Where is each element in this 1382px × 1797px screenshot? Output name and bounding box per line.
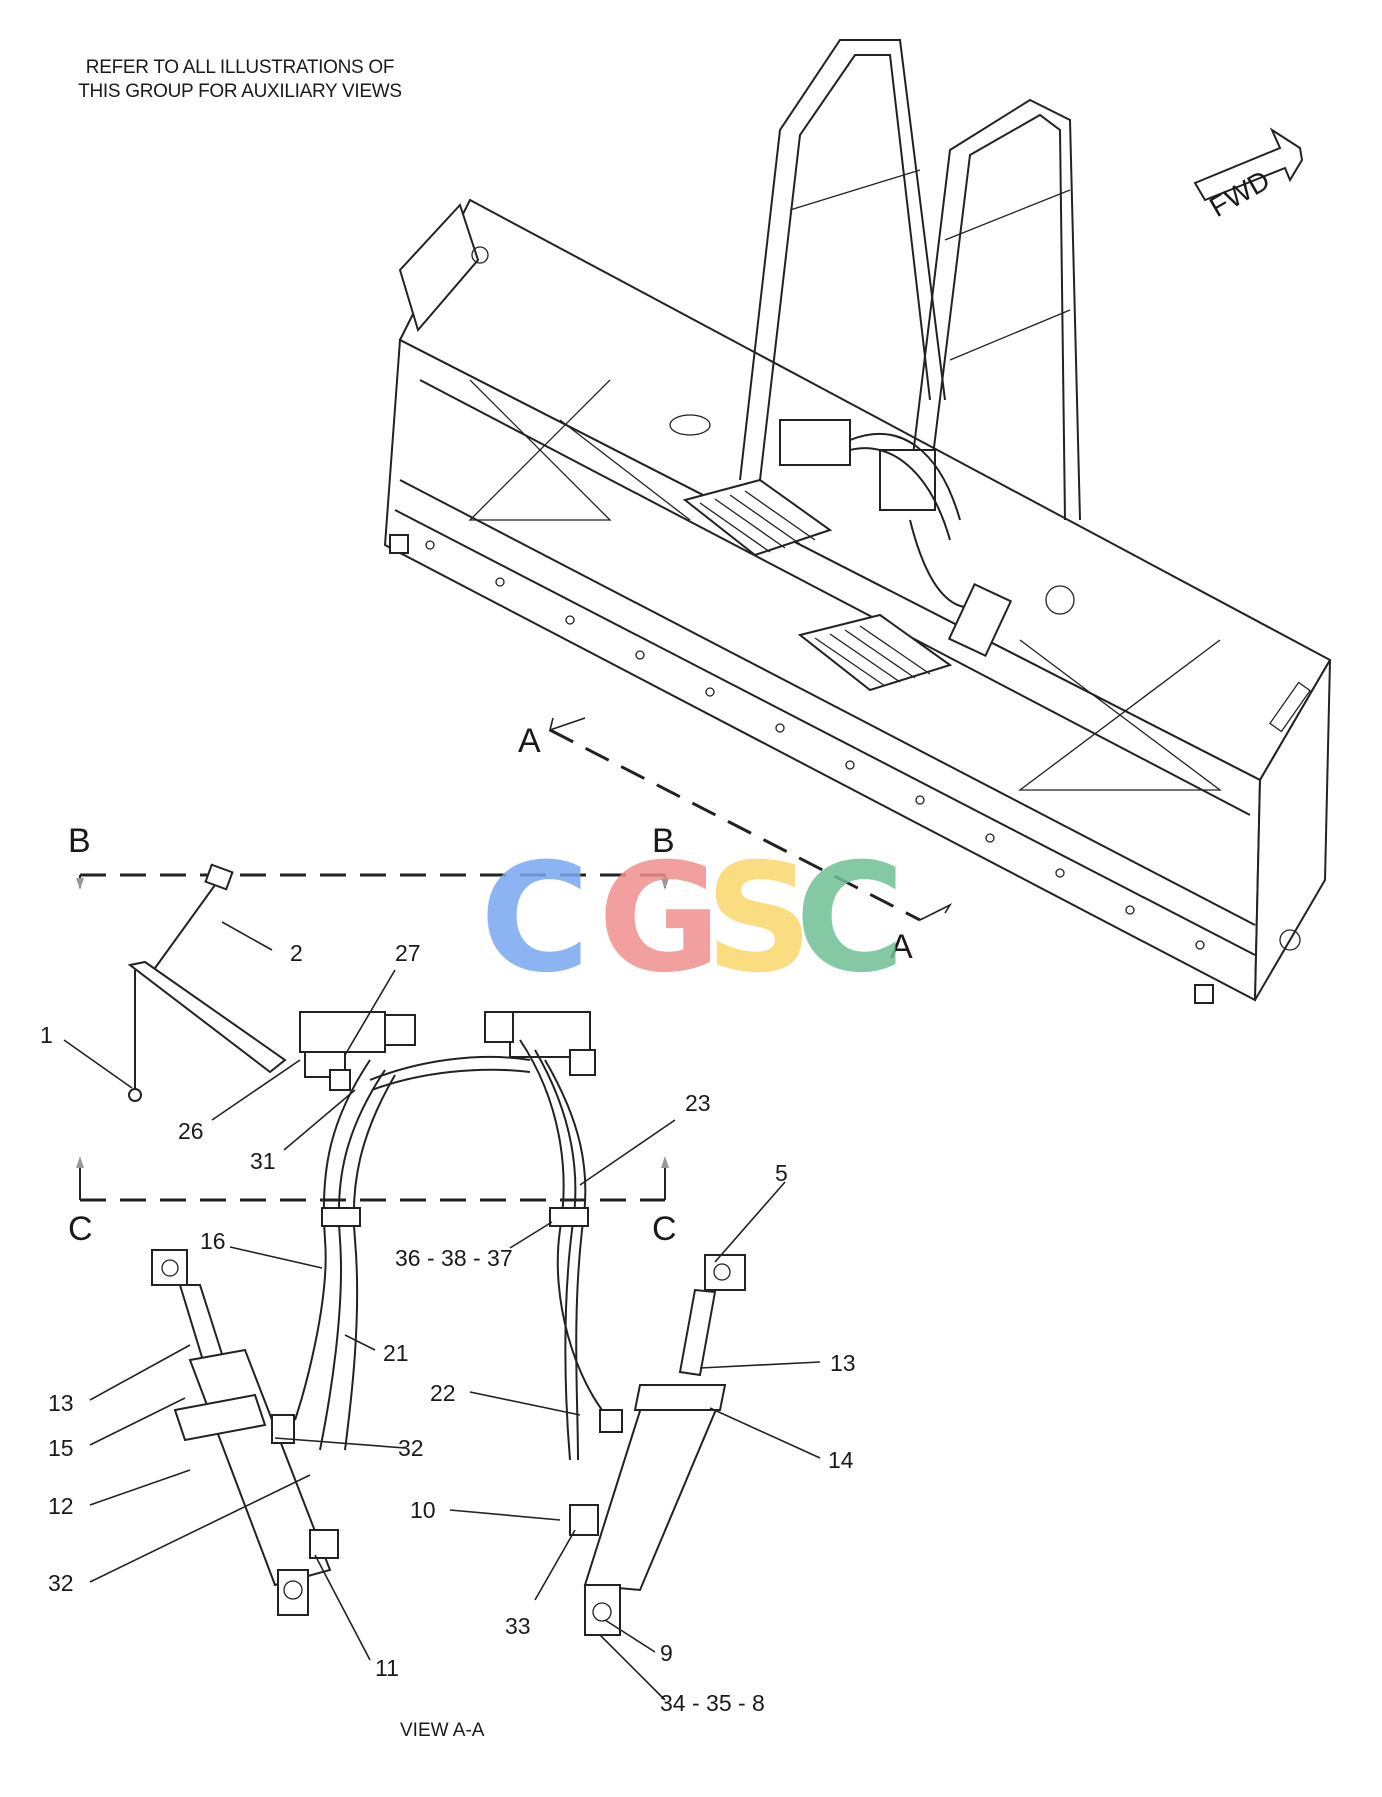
callout-2: 2	[290, 940, 303, 966]
fwd-arrow	[1193, 127, 1304, 202]
section-lines	[76, 717, 953, 1202]
view-aa-detail	[127, 863, 746, 1636]
section-a-top: A	[518, 722, 541, 760]
callout-11: 11	[375, 1655, 399, 1681]
callout-13-left: 13	[48, 1390, 74, 1416]
frame-hoses	[779, 419, 1013, 657]
section-b-right: B	[652, 822, 675, 860]
section-a-bottom: A	[890, 928, 913, 966]
leader-lines	[63, 921, 821, 1701]
callout-9: 9	[660, 1640, 673, 1666]
frame-bolts	[425, 540, 1205, 950]
section-b-left: B	[68, 822, 91, 860]
callout-14: 14	[828, 1447, 854, 1473]
callout-26: 26	[178, 1118, 204, 1144]
watermark-letter-c1: C	[480, 832, 591, 1006]
callout-34-35-8: 34 - 35 - 8	[660, 1690, 765, 1716]
watermark-letter-g: G	[598, 832, 722, 1006]
reference-note-line1: REFER TO ALL ILLUSTRATIONS OF	[85, 57, 395, 78]
right-cylinder	[569, 1254, 746, 1636]
reference-note: REFER TO ALL ILLUSTRATIONS OF THIS GROUP…	[40, 56, 440, 104]
machine-frame	[383, 198, 1332, 1004]
callout-15: 15	[48, 1435, 74, 1461]
callout-22: 22	[430, 1380, 456, 1406]
callout-21: 21	[383, 1340, 409, 1366]
callout-12: 12	[48, 1493, 74, 1519]
view-label: VIEW A-A	[400, 1720, 485, 1741]
handrails	[739, 39, 1081, 521]
callout-23: 23	[685, 1090, 711, 1116]
callout-5: 5	[775, 1160, 788, 1186]
callout-31: 31	[250, 1148, 276, 1174]
callout-1: 1	[40, 1022, 53, 1048]
callout-33: 33	[505, 1613, 531, 1639]
callout-36-38-37: 36 - 38 - 37	[395, 1245, 513, 1271]
watermark-letter-c2: C	[795, 832, 906, 1006]
callout-13-right: 13	[830, 1350, 856, 1376]
callout-16: 16	[200, 1228, 226, 1254]
callout-10: 10	[410, 1497, 436, 1523]
watermark-letter-s: S	[705, 832, 814, 1006]
callout-27: 27	[395, 940, 421, 966]
steps	[682, 478, 953, 692]
reference-note-line2: THIS GROUP FOR AUXILIARY VIEWS	[78, 81, 402, 102]
left-cylinder	[151, 1249, 339, 1616]
callout-32-upper: 32	[398, 1435, 424, 1461]
section-c-right: C	[652, 1210, 677, 1248]
callout-32-lower: 32	[48, 1570, 74, 1596]
section-c-left: C	[68, 1210, 93, 1248]
